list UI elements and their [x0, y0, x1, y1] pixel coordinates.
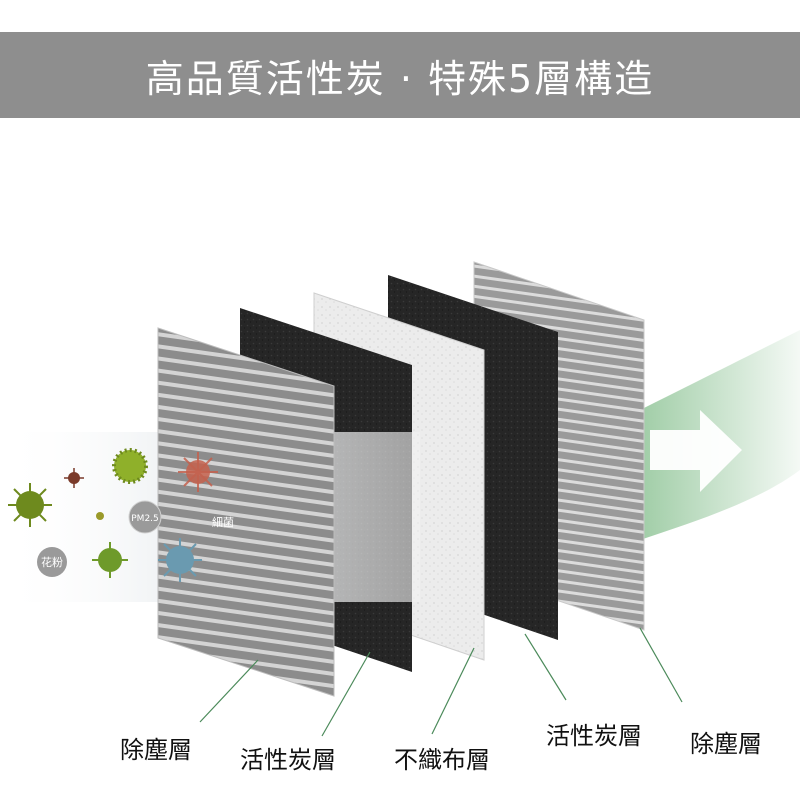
layer-label-4: 活性炭層: [546, 722, 642, 750]
layer-dust-front: [157, 327, 335, 697]
layer-label-5: 除塵層: [690, 730, 762, 758]
pollen-label: 花粉: [41, 556, 63, 569]
page-title: 高品質活性炭 · 特殊5層構造: [145, 56, 655, 101]
dust-particle: [96, 512, 104, 520]
clean-air-flow: [640, 330, 800, 540]
pm25-label: PM2.5: [131, 514, 159, 524]
layer-label-3: 不織布層: [394, 746, 490, 774]
pollutant-particles: PM2.5 細菌 花粉: [8, 448, 234, 582]
pollen-particle: 花粉: [37, 547, 67, 577]
virus-icon: [8, 483, 52, 527]
title-banner: 高品質活性炭 · 特殊5層構造: [0, 32, 800, 118]
pm25-particle: PM2.5: [128, 500, 162, 534]
virus-icon: [112, 448, 148, 484]
virus-icon: [92, 542, 128, 578]
bacteria-label: 細菌: [212, 516, 234, 529]
virus-icon: [178, 452, 218, 492]
layer-label-1: 除塵層: [120, 736, 192, 764]
virus-icon: [64, 468, 84, 488]
leader-lines: [199, 627, 683, 737]
virus-icon: [158, 538, 202, 582]
layer-label-2: 活性炭層: [240, 746, 336, 774]
right-arrow-icon: [650, 410, 742, 492]
